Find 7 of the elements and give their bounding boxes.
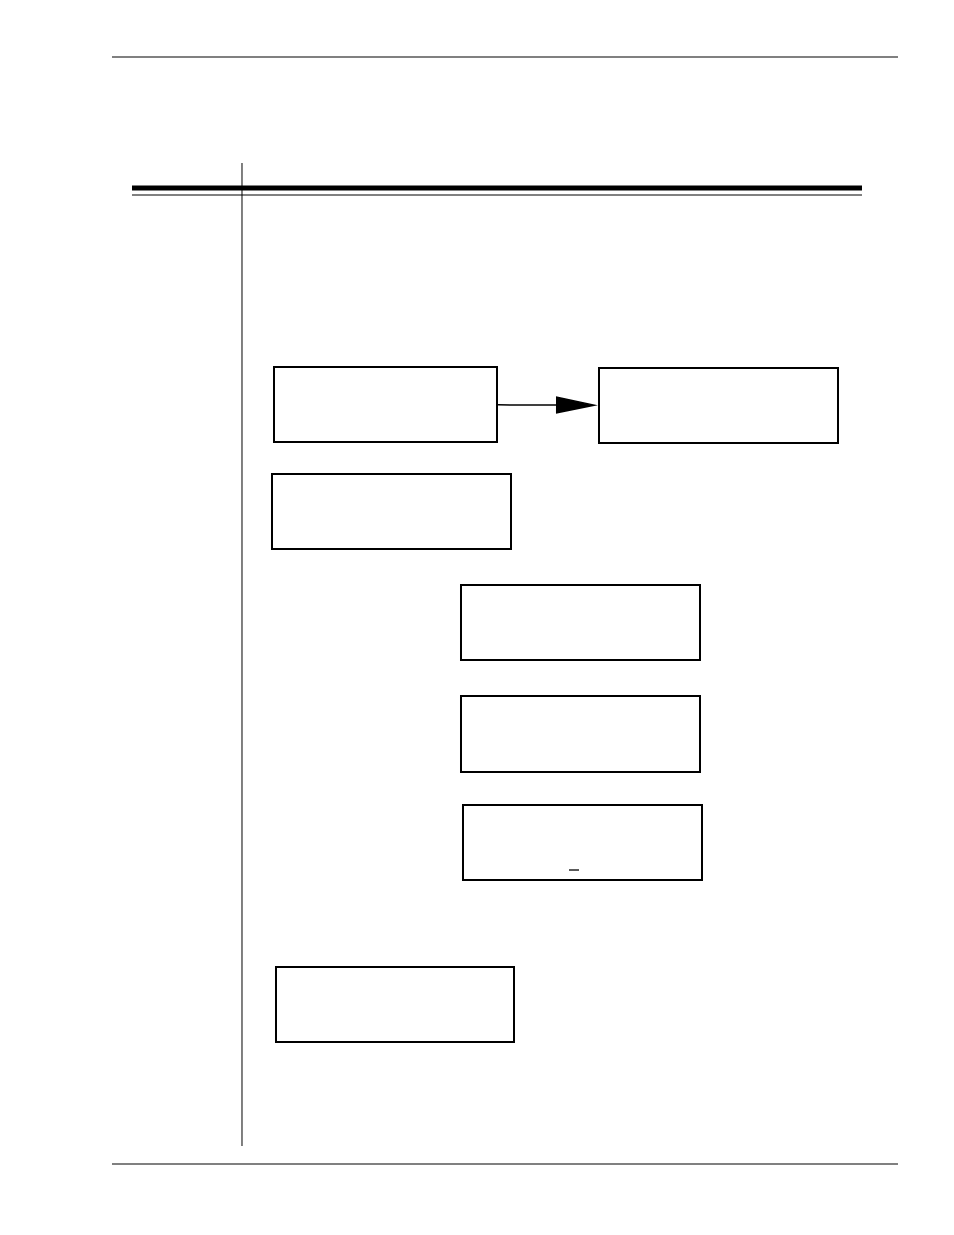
display-box bbox=[275, 966, 515, 1043]
display-box bbox=[271, 473, 512, 550]
display-box bbox=[273, 366, 498, 443]
display-box bbox=[460, 695, 701, 773]
display-box bbox=[460, 584, 701, 661]
display-box bbox=[462, 804, 703, 881]
display-box bbox=[598, 367, 839, 444]
